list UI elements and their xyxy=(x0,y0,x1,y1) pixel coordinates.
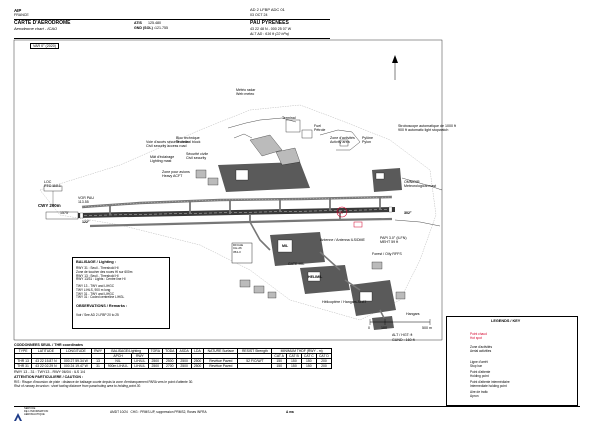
legend-hot-spot: Point chaud Hot spot xyxy=(470,332,487,340)
atis-freq: 125.480 xyxy=(148,21,161,25)
country-label: FRANCE xyxy=(14,13,29,17)
label-runway-heading: 302° xyxy=(404,211,412,215)
th-surface: NATURE Surface xyxy=(203,348,239,355)
taxiway-connectors xyxy=(109,197,381,222)
gnd-freq: 121.755 xyxy=(155,26,168,30)
legend-aerial-activities: Zone d'activités Aerial activities xyxy=(470,345,493,353)
scale-label-100: 100 xyxy=(381,326,387,330)
airport-name: PAU PYRENEES xyxy=(250,20,289,26)
northeast-apron xyxy=(372,168,402,192)
lighting-title: BALISAGE / Lighting : xyxy=(76,260,117,264)
caution-text-en: Risk of runway incursion : short taxiing… xyxy=(14,383,142,388)
south-aprons xyxy=(249,221,396,330)
label-terminal: Terminal xyxy=(282,116,296,120)
runway-data-table: CODDONNEES SEUIL / THR coordinates TYPE … xyxy=(13,343,334,388)
atis-label: ATIS xyxy=(134,21,142,25)
legend-intermediate-holding: Point d'attente intermédiaire Intermedia… xyxy=(470,380,510,388)
th-minimum: MINIMUM THDF (RWY - m) xyxy=(271,348,332,355)
taxiway-north xyxy=(81,195,393,209)
ris-marker xyxy=(353,221,363,228)
hangar-buildings xyxy=(239,261,406,300)
legend-title: LEGENDS / KEY xyxy=(491,319,521,323)
label-civil-access: Voie d'accès sécurité civile Civil secur… xyxy=(146,140,189,149)
scale-label-500: 500 m xyxy=(422,326,432,330)
label-mil: MIL xyxy=(282,244,289,248)
page-title: CARTE D'AERODROME xyxy=(14,20,71,26)
label-meteo: Météo radar Web meteo xyxy=(236,88,256,97)
airport-alt: ALT AD : 616 ft (22 hPa) xyxy=(250,32,289,36)
caution-title: ATTENTION PARTICULIERE / CAUTION : xyxy=(14,375,84,380)
scale-bar xyxy=(369,319,431,325)
hot-spot-icon: HS xyxy=(336,206,348,218)
terminal-buildings xyxy=(227,117,361,151)
northern-apron xyxy=(195,134,310,192)
magnetic-variation: VAR 0° (2020) xyxy=(30,43,59,50)
thr-coords-title: CODDONNEES SEUIL / THR coordinates xyxy=(14,343,84,347)
label-papi: PAPI 3.0° (ILFN) MEHT 59 ft xyxy=(380,236,407,245)
legend-stop-bar: Ligne d'arrêt Stop bar xyxy=(470,360,488,368)
label-runway-heading-left: 122° xyxy=(82,220,90,224)
label-activity: Zone d'activités Activity area xyxy=(330,136,355,145)
lighting-runway-text: RWY 31 : Seuil - Threshold HI Zone de to… xyxy=(76,266,133,282)
page-subtitle: Aerodrome chart - ICAO xyxy=(14,26,58,31)
label-gate-mil: GATE MIL xyxy=(288,262,305,266)
ofcae-building xyxy=(231,242,253,264)
label-heavy-acft: Zone pour avions Heavy ACFT xyxy=(162,170,190,179)
label-civil-security: Sécurité civile Civil security xyxy=(186,152,209,161)
svg-text:HS: HS xyxy=(338,211,343,215)
label-heliport: Hélicoptère / Hangars ALAT xyxy=(322,300,367,304)
caution-text-fr: RIS : Risque d'incursion de piste : dist… xyxy=(14,379,194,384)
label-cwy-dimension: 1575' xyxy=(60,211,69,215)
label-cwy: CWY 200m xyxy=(38,203,61,208)
airport-coords: 43 22 48 N - 000 25 07 W xyxy=(250,27,292,31)
remarks-title: OBSERVATIONS / Remarks : xyxy=(76,304,128,308)
label-vor: VOR PAU 113.55 xyxy=(78,196,94,205)
taxiway-south xyxy=(89,217,393,228)
label-helimil: HELIMIL xyxy=(308,275,323,279)
alt-hgt-note: ALT / HGT: ft xyxy=(392,333,413,337)
aip-label: AIP xyxy=(14,8,22,13)
lighting-box: BALISAGE / Lighting : RWY 31 : Seuil - T… xyxy=(72,257,170,329)
doc-ref: AD 2 LFBP ADC 01 xyxy=(250,7,285,12)
runway-13-31 xyxy=(45,206,395,220)
legend-holding-point: Point d'attente Holding point xyxy=(470,370,491,378)
label-pylon: Pylône Pylon xyxy=(362,136,373,145)
legend-box: LEGENDS / KEY xyxy=(446,316,578,406)
rwy-note: RWY 13 - 31 : TWY13 - RWY 06/04 : ILS 1/… xyxy=(14,370,86,375)
label-omnidir: OMNIDIR Meteorological mast xyxy=(404,180,437,189)
east-road xyxy=(401,177,443,191)
legend-apron: Aire de trafic Apron xyxy=(470,390,488,398)
amendment-note: AMDT 10/24 CHG : PRMS-UP, suppression PR… xyxy=(110,410,207,414)
gnd-label: GND (SOL) : xyxy=(134,26,155,30)
lighting-taxiway-text: TWY 13 - TWY and LIHGC TWY LIHLS, 900 m … xyxy=(76,284,125,300)
scale-label-0: 0 xyxy=(368,326,370,330)
doc-date: 03 OCT 24 xyxy=(250,13,268,17)
gund-note: GUND : 160 ft xyxy=(392,338,415,342)
north-arrow xyxy=(392,55,398,80)
page-number: A ma xyxy=(286,410,294,414)
th-strength: RESIST Strength xyxy=(237,348,273,355)
label-hangars: Hangars xyxy=(406,312,420,316)
remarks-text: Voir / See AD 2 LFBP 20 to 25 xyxy=(76,313,119,317)
label-loc: LOC PTC 110.1 xyxy=(44,180,61,189)
loc-antenna xyxy=(43,185,63,206)
label-lighting-mast: Mât d'éclairage Lighting mast xyxy=(150,155,175,164)
sia-org-name: SERVICE DE L'INFORMATION AÉRONAUTIQUE xyxy=(24,407,49,416)
label-blockhouse: Bloc technique Technical block xyxy=(176,136,201,145)
label-fuel: Fuel Pétrole xyxy=(314,124,326,133)
label-stopwatch: Stroboscope automatique de 1000 ft 900 f… xyxy=(398,124,456,133)
label-antenna: Antenne / Antenna ILS/DME xyxy=(320,238,365,242)
label-forest: Forest / Oily RFFS xyxy=(372,252,402,256)
sia-logo-icon xyxy=(14,408,22,421)
label-ofcae: DFCAE CH-26 354-3 xyxy=(233,243,244,254)
